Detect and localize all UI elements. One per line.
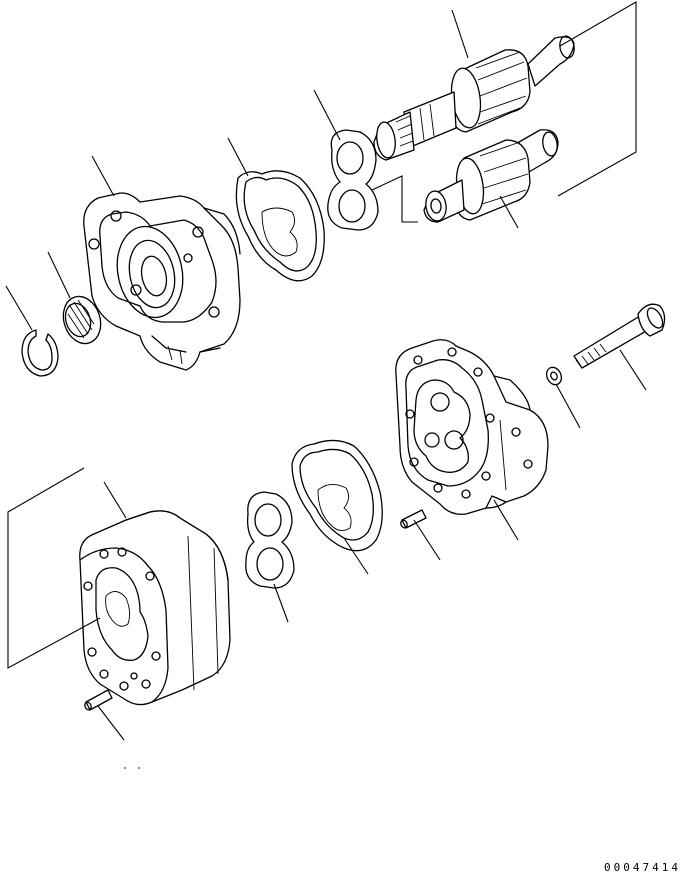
leader-driven-gear-shaft [499,195,519,229]
leader-bushing-lower [273,583,289,623]
leader-front-cover [91,155,115,197]
leader-gasket-upper [227,137,249,177]
drive-gear-shaft [373,35,575,161]
gasket-upper [235,170,325,282]
bushing-pair-lower [245,491,295,589]
gasket-lower [291,439,383,552]
bolt [573,303,666,369]
bushing-pair-upper [327,129,418,231]
oil-seal [62,295,102,345]
gear-case [79,510,231,706]
driven-gear-shaft [423,129,559,223]
dowel-pin-left [84,689,113,711]
leader-rear-cover [493,499,519,541]
leader-bolt [619,349,647,391]
washer [545,366,563,386]
leader-lines [5,9,647,741]
leader-gasket-lower [343,537,369,575]
leader-drive-gear-shaft [451,9,469,59]
leader-dowel-pin-right [413,519,441,561]
rear-cover [395,339,549,515]
front-cover [83,192,241,371]
leader-dowel-pin-left [97,705,125,741]
shaft-group-bracket [557,1,637,197]
gear-case-bracket [7,467,101,669]
leader-gear-case [103,481,127,519]
leader-bushing-upper [313,89,341,141]
leader-washer [555,383,581,429]
dowel-pin-right [400,509,427,529]
snap-ring [21,329,59,377]
figure-code: 00047414 [604,861,681,874]
leader-snap-ring [5,285,33,331]
leader-oil-seal [47,251,71,299]
